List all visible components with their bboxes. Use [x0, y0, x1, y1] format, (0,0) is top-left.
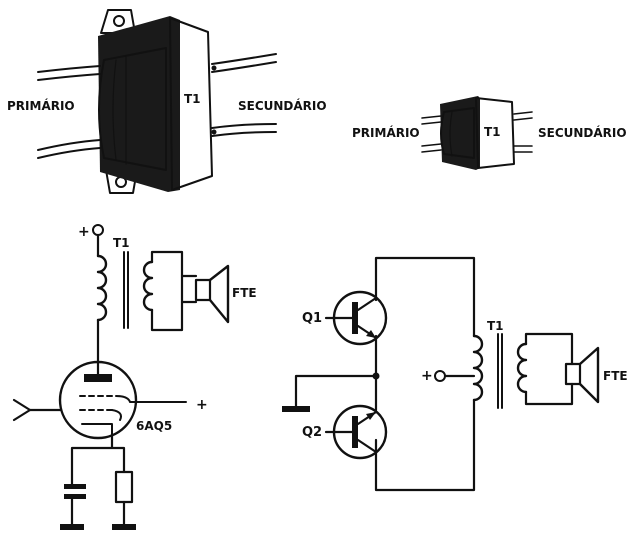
- junction-dot: [372, 372, 380, 380]
- small-secondary-lead-2: [513, 145, 533, 153]
- secondary-lead-1b: [211, 61, 277, 73]
- transformer-secondary-coil: [142, 260, 154, 312]
- screen-grid-wire: [115, 395, 187, 403]
- transformer-primary-coil: [96, 254, 108, 322]
- small-primary-label: PRIMÁRIO: [352, 125, 420, 140]
- q2-emitter-collector: [356, 410, 378, 454]
- vacuum-tube-envelope: [58, 360, 138, 440]
- primary-lead-2: [37, 139, 101, 151]
- q1-label: Q1: [302, 311, 322, 326]
- tube-plate: [84, 374, 112, 382]
- small-winding-highlight: [449, 111, 453, 157]
- grid-bend: [111, 409, 122, 421]
- tube-speaker-label: FTE: [232, 286, 257, 300]
- primary-lead-1b: [37, 73, 101, 81]
- tube-transformer-label: T1: [113, 236, 130, 250]
- core-laminations: [98, 16, 180, 192]
- tube-type-label: 6AQ5: [136, 419, 172, 433]
- pushpull-speaker-cone: [578, 346, 600, 404]
- tube-cathode: [81, 423, 113, 437]
- cathode-wires: [70, 434, 126, 486]
- small-secondary-label: SECUNDÁRIO: [538, 125, 627, 140]
- large-transformer: PRIMÁRIO T1 SECUNDÁRIO: [7, 9, 327, 194]
- q1-emitter-arrow: [366, 330, 376, 338]
- winding-highlight: [112, 59, 117, 161]
- winding-front: [98, 47, 167, 171]
- primary-lead-2b: [37, 147, 101, 159]
- ground-symbol: [60, 524, 84, 530]
- small-core-laminations: [440, 96, 480, 170]
- secondary-loop-wire: [150, 250, 184, 332]
- pushpull-supply-terminal: [434, 370, 446, 382]
- small-core-face: [475, 97, 515, 169]
- large-primary-label: PRIMÁRIO: [7, 98, 75, 113]
- transistor-q2-base: [352, 416, 358, 448]
- tube-amplifier-circuit: + T1 FTE + 6AQ5: [12, 224, 257, 530]
- cathode-resistor: [114, 470, 134, 504]
- large-core-label: T1: [184, 92, 201, 106]
- supply-terminal: [92, 224, 104, 236]
- top-loop-wire: [374, 256, 476, 338]
- secondary-lead-1: [211, 53, 277, 65]
- pushpull-core-lines: [497, 333, 503, 409]
- ground-symbol: [282, 406, 310, 412]
- terminal-dot: [211, 129, 217, 135]
- transformer-core-lines: [123, 251, 129, 329]
- speaker-wires: [180, 274, 198, 304]
- speaker-magnet: [194, 278, 212, 302]
- pushpull-secondary-coil: [516, 342, 528, 394]
- q1-collector-emitter: [356, 296, 378, 340]
- small-core-label: T1: [484, 125, 501, 139]
- small-winding-front: [440, 107, 475, 159]
- small-secondary-lead-1: [513, 111, 533, 121]
- pushpull-speaker-wires: [524, 332, 574, 406]
- mounting-hole-top: [113, 15, 125, 27]
- secondary-lead-2b: [211, 131, 277, 137]
- bottom-loop-wire: [374, 398, 476, 492]
- input-arrow: [12, 398, 32, 422]
- pushpull-speaker-magnet: [564, 362, 582, 386]
- speaker-cone: [208, 264, 230, 324]
- terminal-dot: [211, 65, 217, 71]
- pushpull-primary-coil: [472, 334, 484, 402]
- capacitor-plate-bottom: [64, 494, 86, 499]
- pushpull-speaker-label: FTE: [603, 369, 628, 383]
- transistor-q1-base: [352, 302, 358, 334]
- large-secondary-label: SECUNDÁRIO: [238, 98, 327, 113]
- ground-wire: [294, 374, 378, 408]
- pushpull-supply-symbol: +: [421, 368, 433, 384]
- ground-symbol: [112, 524, 136, 530]
- capacitor-plate-top: [64, 484, 86, 489]
- q2-label: Q2: [302, 425, 322, 440]
- supply-plus-symbol: +: [78, 224, 90, 240]
- core-face: [169, 17, 213, 191]
- small-primary-lead-2: [421, 143, 442, 153]
- pushpull-circuit: Q1 Q2 + T1 FTE: [282, 256, 628, 492]
- small-transformer: PRIMÁRIO T1 SECUNDÁRIO: [352, 96, 627, 170]
- q2-emitter-arrow: [366, 412, 376, 420]
- screen-supply-symbol: +: [196, 397, 208, 413]
- small-primary-lead-1: [421, 115, 442, 125]
- secondary-lead-2: [211, 123, 277, 129]
- primary-lead-1: [37, 65, 101, 73]
- pushpull-transformer-label: T1: [487, 319, 504, 333]
